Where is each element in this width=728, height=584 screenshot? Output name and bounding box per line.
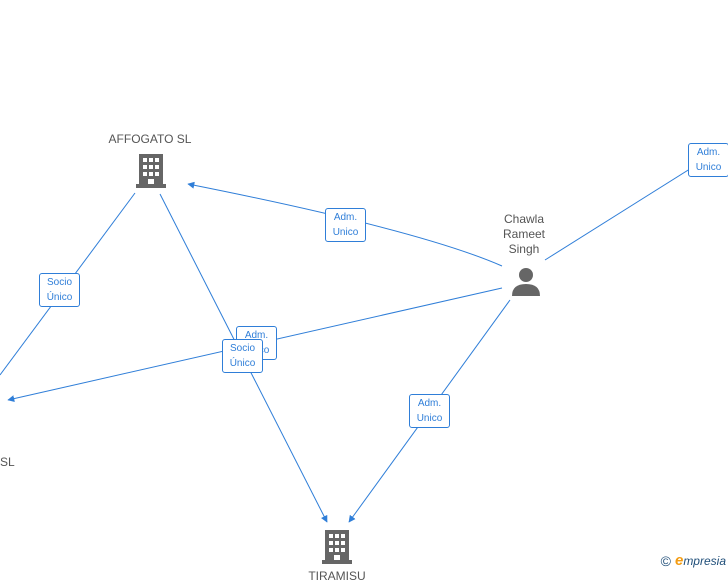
relation-badge-person-tiramisu[interactable]: Adm. Unico [409, 394, 450, 428]
person-name-line-3: Singh [508, 242, 540, 256]
person-label[interactable]: Chawla Rameet Singh [484, 212, 564, 257]
relation-role: Adm. [696, 147, 721, 158]
relation-role-detail: Único [229, 358, 256, 369]
relation-role-detail: Unico [332, 227, 359, 238]
relation-badge-person-affogato[interactable]: Adm. Unico [325, 208, 366, 242]
relation-badge-affogato-tiramisu[interactable]: Socio Único [222, 339, 263, 373]
building-icon[interactable] [136, 152, 166, 188]
relation-role: Adm. [244, 330, 269, 341]
relation-role-detail: Unico [416, 413, 443, 424]
relation-role-detail: Unico [695, 162, 722, 173]
brand-initial: e [674, 552, 684, 569]
brand-name: mpresia [683, 554, 726, 568]
relation-badge-affogato-left[interactable]: Socio Único [39, 273, 80, 307]
person-name-line-2: Rameet [502, 227, 546, 241]
building-icon[interactable] [322, 528, 352, 564]
copyright-icon: © [660, 552, 671, 569]
person-icon[interactable] [511, 266, 541, 296]
company-label-left[interactable]: SL [0, 455, 15, 469]
relation-role: Adm. [417, 398, 442, 409]
edge-person-affogato [187, 181, 503, 267]
brand-logo: © empresia [661, 552, 726, 569]
company-label-affogato[interactable]: AFFOGATO SL [108, 132, 192, 146]
relation-role: Adm. [333, 212, 358, 223]
relation-role: Socio [229, 343, 255, 354]
company-label-tiramisu[interactable]: TIRAMISU [308, 569, 366, 583]
person-name-line-1: Chawla [503, 212, 545, 226]
relation-role: Socio [46, 277, 72, 288]
relation-role-detail: Único [46, 292, 73, 303]
relation-badge-person-offscreen[interactable]: Adm. Unico [688, 143, 728, 177]
